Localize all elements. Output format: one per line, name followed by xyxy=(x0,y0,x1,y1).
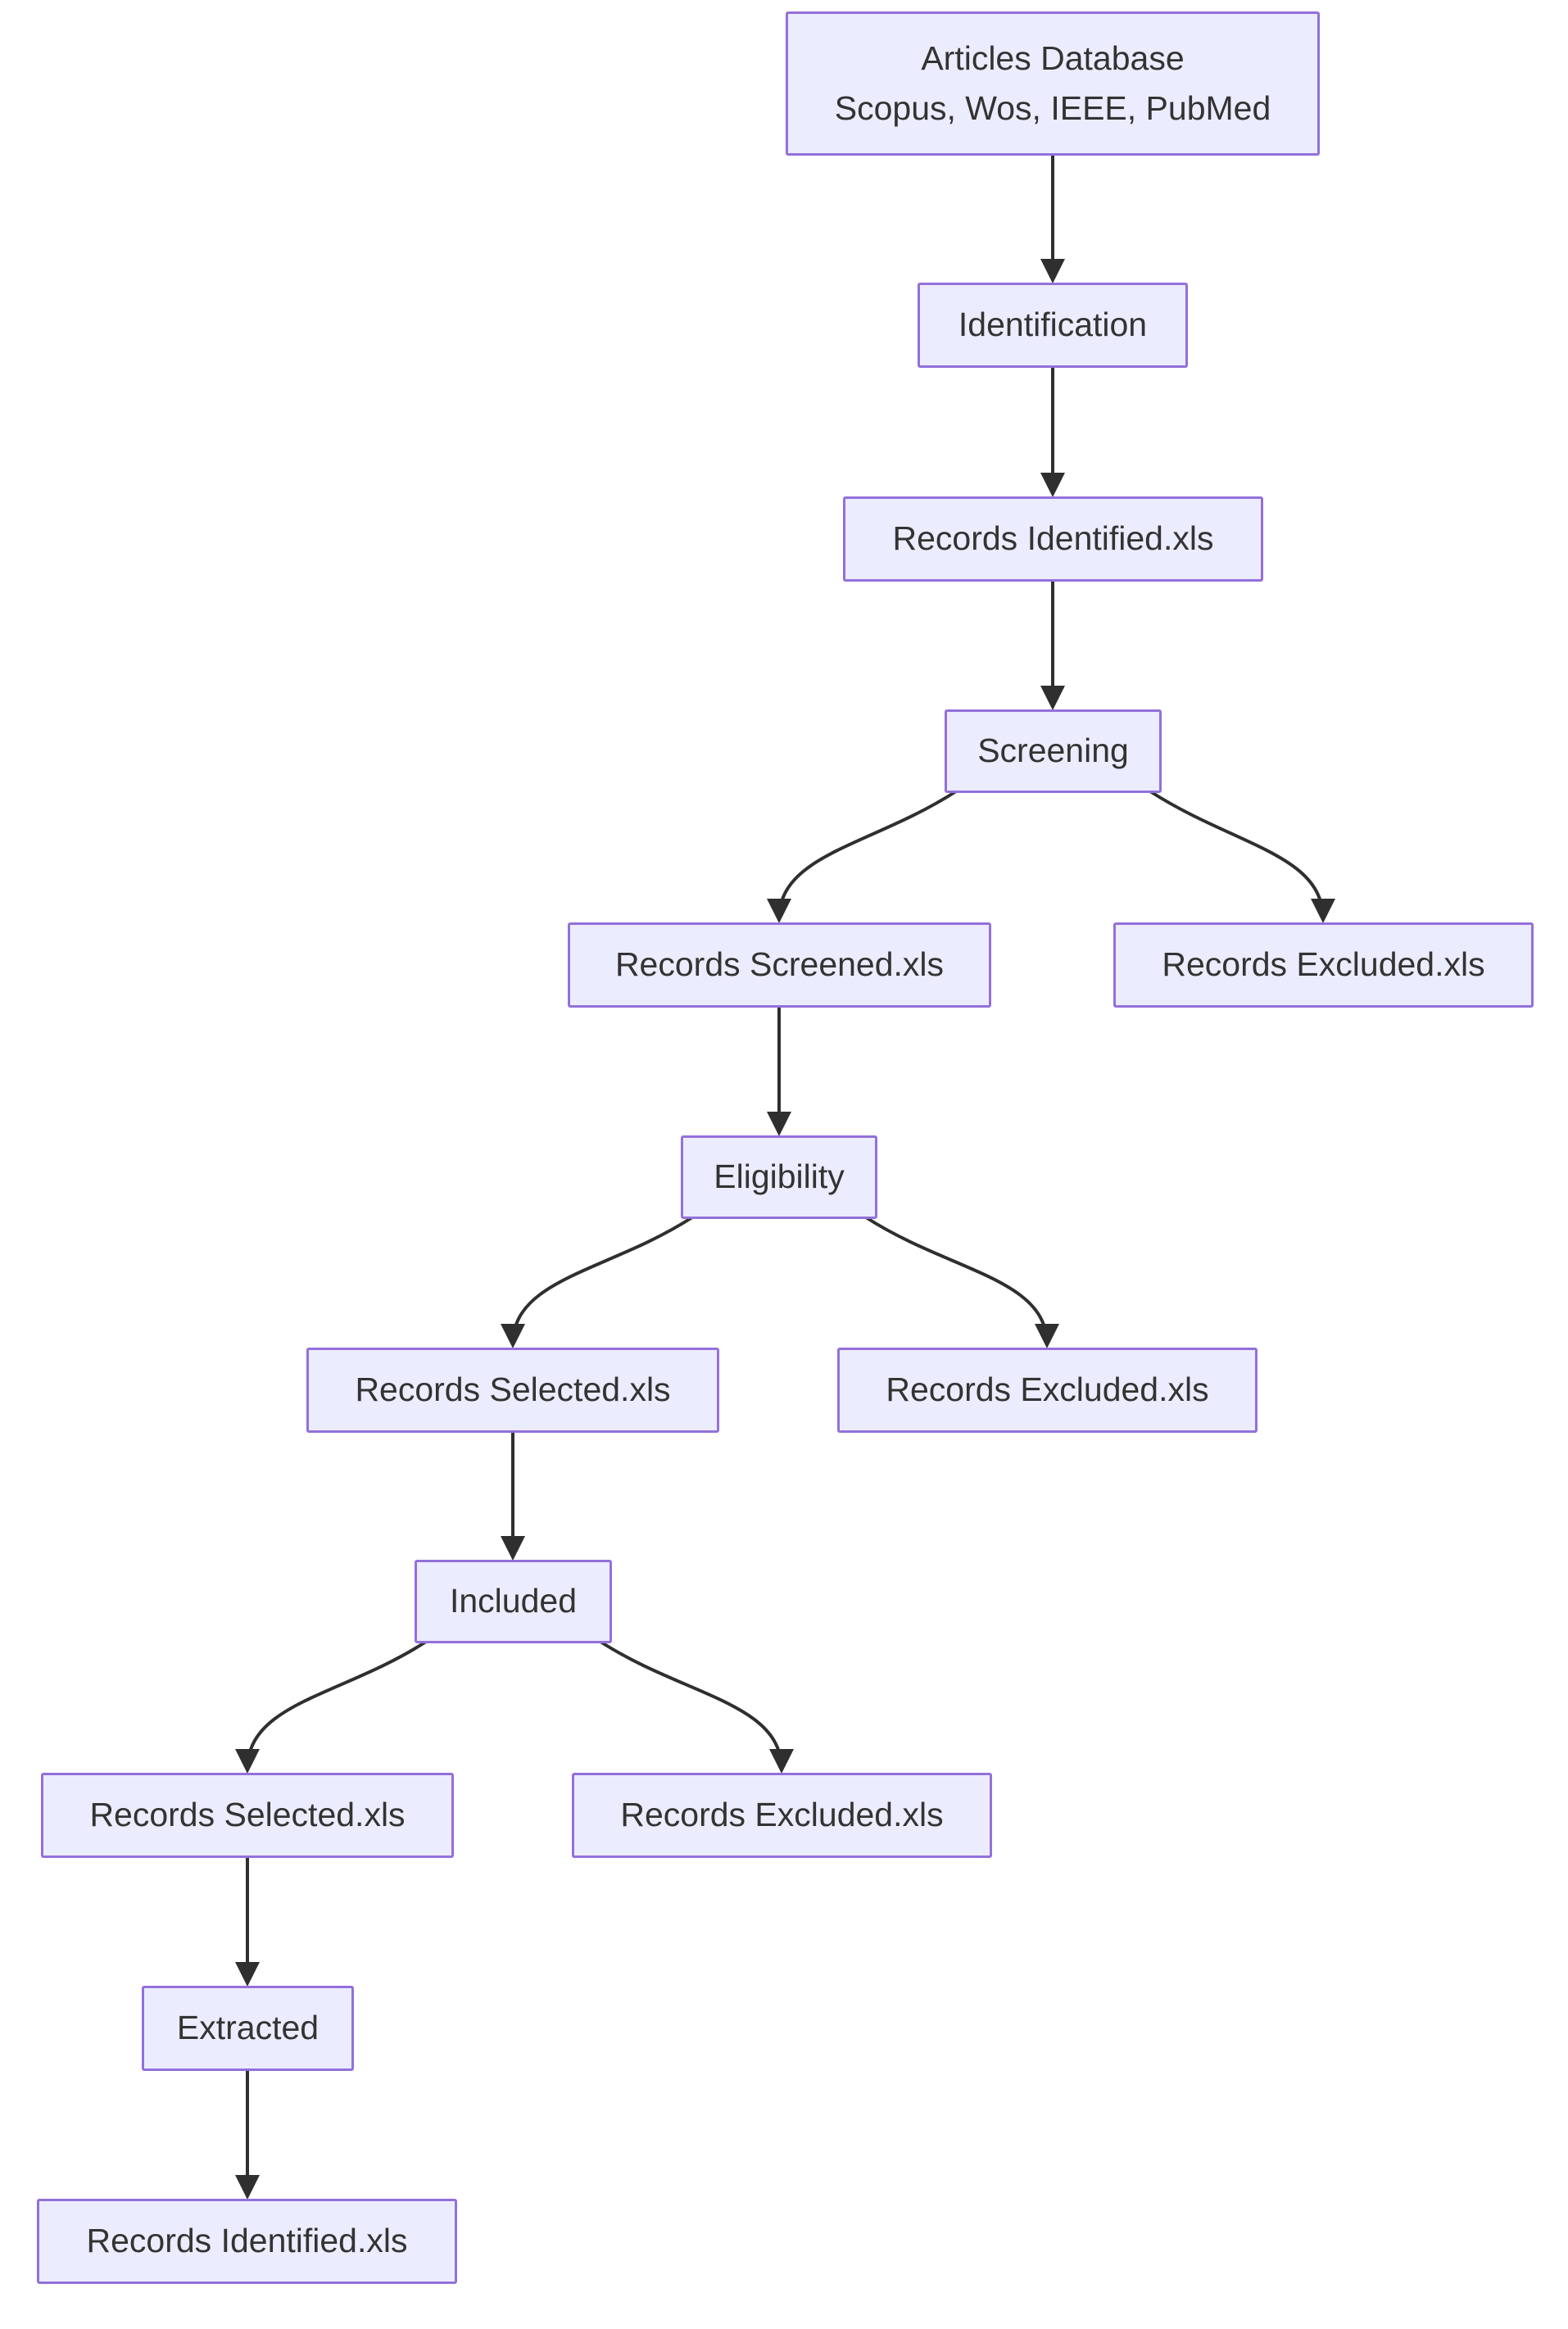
node-included: Included xyxy=(415,1560,612,1643)
edge-screening-to-records-excluded xyxy=(1149,790,1335,923)
node-label: Records Excluded.xls xyxy=(620,1796,944,1834)
node-label: Records Excluded.xls xyxy=(886,1371,1209,1409)
node-label: Screening xyxy=(977,732,1129,770)
node-records-excluded-eligibility: Records Excluded.xls xyxy=(837,1348,1258,1433)
node-label: Records Excluded.xls xyxy=(1162,945,1485,984)
node-label: Records Identified.xls xyxy=(86,2222,408,2260)
node-records-identified-final: Records Identified.xls xyxy=(37,2199,457,2284)
node-records-excluded-included: Records Excluded.xls xyxy=(572,1773,992,1858)
node-label: Records Selected.xls xyxy=(355,1371,671,1409)
node-label: Extracted xyxy=(176,2009,319,2047)
edge-included-to-records-selected xyxy=(235,1640,428,1774)
node-extracted: Extracted xyxy=(142,1986,354,2071)
node-label: Records Identified.xls xyxy=(892,519,1214,558)
node-label: Included xyxy=(449,1582,577,1620)
node-label: Records Selected.xls xyxy=(89,1796,406,1834)
edge-eligibility-to-records-selected xyxy=(501,1216,694,1348)
node-label: Identification xyxy=(958,306,1148,344)
node-records-excluded-screening: Records Excluded.xls xyxy=(1113,922,1534,1008)
edge-screening-to-records-screened xyxy=(767,790,958,923)
node-records-selected-eligibility: Records Selected.xls xyxy=(306,1348,719,1433)
node-identification: Identification xyxy=(918,283,1188,368)
node-records-screened: Records Screened.xls xyxy=(568,922,991,1008)
node-records-selected-included: Records Selected.xls xyxy=(41,1773,454,1858)
node-articles-database: Articles Database Scopus, Wos, IEEE, Pub… xyxy=(786,11,1320,156)
node-eligibility: Eligibility xyxy=(681,1135,877,1219)
node-label: Records Screened.xls xyxy=(614,945,945,984)
node-label: Scopus, Wos, IEEE, PubMed xyxy=(834,89,1271,127)
edge-included-to-records-excluded xyxy=(599,1640,794,1774)
node-records-identified: Records Identified.xls xyxy=(843,496,1263,582)
edge-eligibility-to-records-excluded xyxy=(864,1216,1059,1348)
node-label: Eligibility xyxy=(714,1158,845,1196)
node-screening: Screening xyxy=(945,709,1162,793)
node-label: Articles Database xyxy=(921,39,1185,77)
